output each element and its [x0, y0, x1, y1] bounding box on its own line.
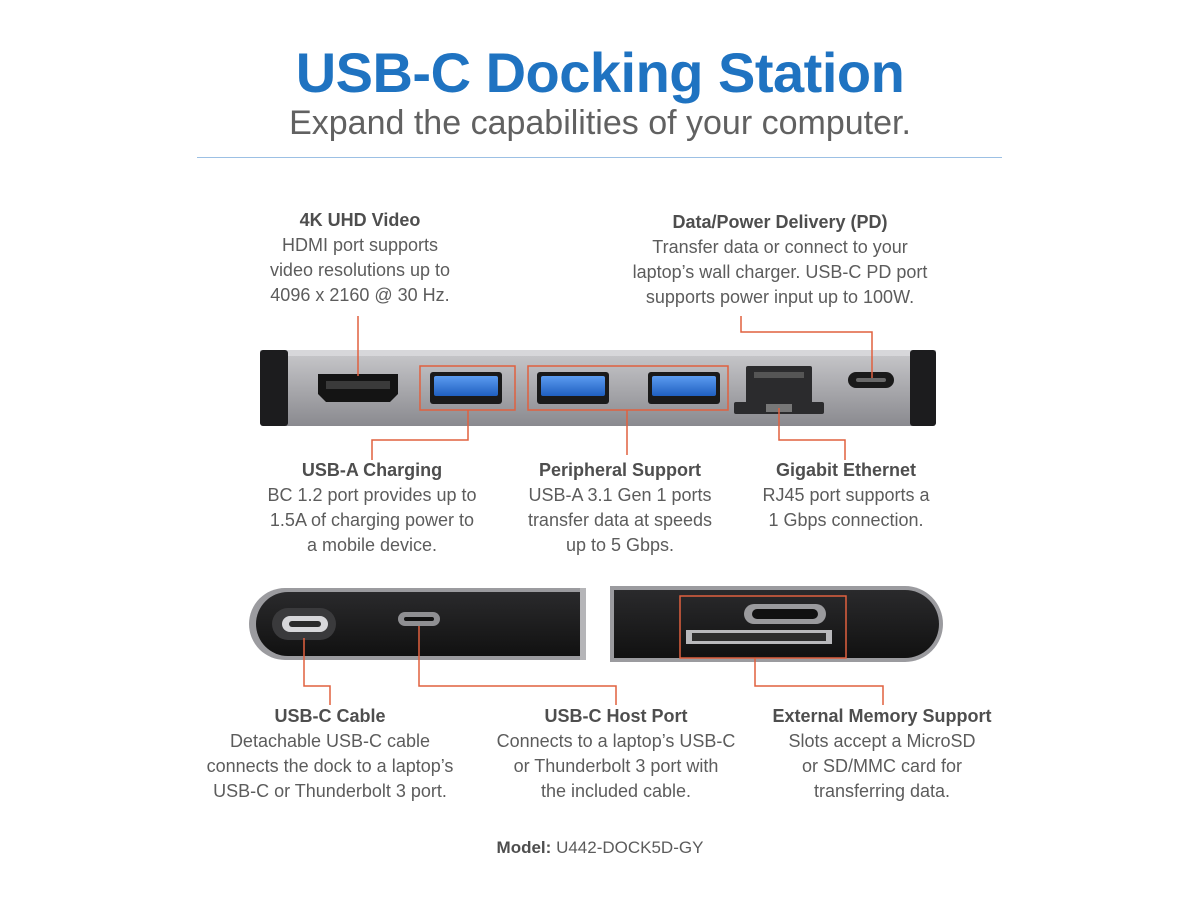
callout-line: 4096 x 2160 @ 30 Hz.: [270, 285, 450, 305]
sd-card-slot-icon: [686, 630, 832, 644]
model-number: Model: U442-DOCK5D-GY: [0, 838, 1200, 858]
callout-line: USB-C or Thunderbolt 3 port.: [213, 781, 447, 801]
dock-cable-side-view: [249, 588, 586, 660]
header-divider: [197, 157, 1002, 158]
callout-line: 1 Gbps connection.: [768, 510, 924, 530]
callout-heading: 4K UHD Video: [299, 210, 421, 230]
callout-heading: USB-C Host Port: [544, 706, 688, 726]
usb-a-peripheral-port-2-icon: [648, 372, 720, 404]
callout-heading: Peripheral Support: [538, 460, 702, 480]
page-title: USB-C Docking Station: [295, 41, 905, 104]
callout-heading: Gigabit Ethernet: [775, 460, 916, 480]
callout-line: laptop’s wall charger. USB-C PD port: [632, 262, 928, 282]
page-subtitle: Expand the capabilities of your computer…: [289, 104, 911, 142]
callout-gigabit-ethernet: Gigabit Ethernet RJ45 port supports a 1 …: [740, 458, 952, 533]
callout-line: or SD/MMC card for: [801, 756, 963, 776]
hdmi-port-icon: [318, 374, 398, 402]
model-value: U442-DOCK5D-GY: [556, 838, 704, 857]
usb-c-host-port-icon: [398, 612, 440, 626]
callout-usb-c-cable: USB-C Cable Detachable USB-C cable conne…: [180, 704, 480, 804]
callout-line: video resolutions up to: [269, 260, 451, 280]
callout-external-memory: External Memory Support Slots accept a M…: [752, 704, 1012, 804]
callout-line: transfer data at speeds: [527, 510, 713, 530]
callout-line: or Thunderbolt 3 port with: [513, 756, 719, 776]
callout-heading: USB-A Charging: [301, 460, 443, 480]
usb-c-pd-port-icon: [848, 372, 894, 388]
callout-line: a mobile device.: [306, 535, 438, 555]
callout-line: BC 1.2 port provides up to: [267, 485, 477, 505]
callout-lines: [303, 316, 884, 705]
dock-card-slot-side-view: [610, 586, 943, 662]
ethernet-port-icon: [734, 366, 824, 414]
callout-heading: Data/Power Delivery (PD): [672, 212, 888, 232]
callout-line: 1.5A of charging power to: [269, 510, 475, 530]
callout-power-delivery: Data/Power Delivery (PD) Transfer data o…: [600, 210, 960, 310]
callout-4k-video: 4K UHD Video HDMI port supports video re…: [240, 208, 480, 308]
callout-usb-c-host-port: USB-C Host Port Connects to a laptop’s U…: [478, 704, 754, 804]
callout-line: HDMI port supports: [281, 235, 439, 255]
usb-a-charging-port-icon: [430, 372, 502, 404]
callout-heading: External Memory Support: [772, 706, 992, 726]
callout-line: the included cable.: [540, 781, 692, 801]
callout-line: up to 5 Gbps.: [565, 535, 675, 555]
dock-front-view: [260, 350, 936, 426]
callout-line: connects the dock to a laptop’s: [206, 756, 454, 776]
callout-line: Transfer data or connect to your: [652, 237, 908, 257]
callout-line: transferring data.: [813, 781, 951, 801]
callout-line: supports power input up to 100W.: [645, 287, 915, 307]
usb-c-cable-icon: [272, 608, 336, 640]
usb-c-slot-icon: [744, 604, 826, 624]
callout-heading: USB-C Cable: [274, 706, 386, 726]
callout-peripheral-support: Peripheral Support USB-A 3.1 Gen 1 ports…: [500, 458, 740, 558]
callout-line: Connects to a laptop’s USB-C: [496, 731, 736, 751]
callout-line: RJ45 port supports a: [762, 485, 930, 505]
model-label: Model:: [496, 838, 552, 857]
callout-line: USB-A 3.1 Gen 1 ports: [528, 485, 712, 505]
callout-line: Slots accept a MicroSD: [788, 731, 976, 751]
usb-a-peripheral-port-1-icon: [537, 372, 609, 404]
callout-line: Detachable USB-C cable: [229, 731, 431, 751]
callout-usb-a-charging: USB-A Charging BC 1.2 port provides up t…: [242, 458, 502, 558]
